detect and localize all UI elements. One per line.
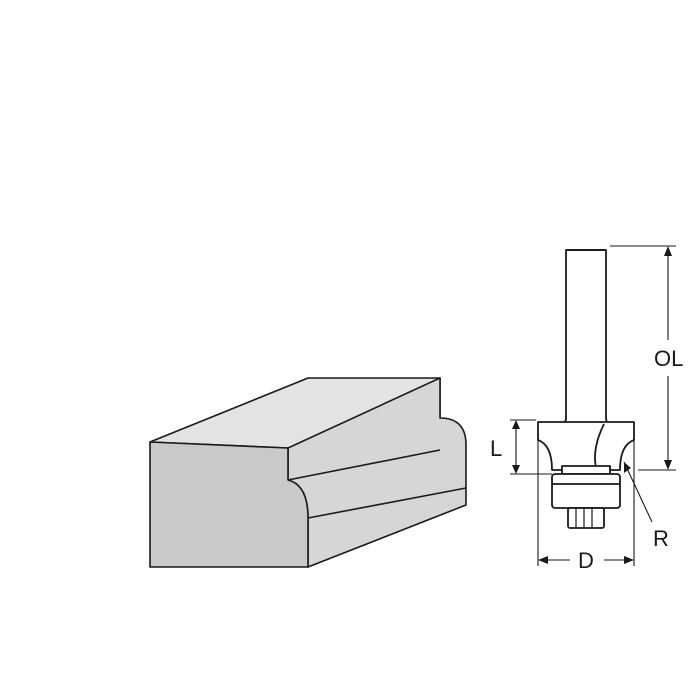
dimension-arrows xyxy=(512,246,672,564)
profile-edge-line xyxy=(287,449,441,481)
label-cutting-length: L xyxy=(490,436,502,461)
arrow-l-top xyxy=(512,420,520,429)
label-diameter: D xyxy=(578,548,594,573)
arrow-d-left xyxy=(538,556,548,564)
arrow-ol-bottom xyxy=(664,460,672,470)
bit-bearing xyxy=(551,473,621,509)
label-overall-length: OL xyxy=(654,346,683,371)
bit-flute xyxy=(594,423,605,469)
bit-screw xyxy=(567,507,605,529)
workpiece-block xyxy=(149,377,467,568)
arrow-ol-top xyxy=(664,246,672,256)
label-radius: R xyxy=(653,526,669,551)
bit-cutter-head xyxy=(537,421,635,471)
arrow-r xyxy=(624,462,631,473)
profile-edge-line xyxy=(307,487,467,519)
router-bit xyxy=(537,249,635,529)
dimension-lines xyxy=(510,245,676,566)
bit-shank xyxy=(559,249,613,425)
block-front-face xyxy=(149,441,309,568)
arrow-l-bottom xyxy=(512,465,520,474)
r-leader-line xyxy=(623,461,653,523)
bit-neck xyxy=(561,465,611,475)
arrow-d-right xyxy=(624,556,634,564)
